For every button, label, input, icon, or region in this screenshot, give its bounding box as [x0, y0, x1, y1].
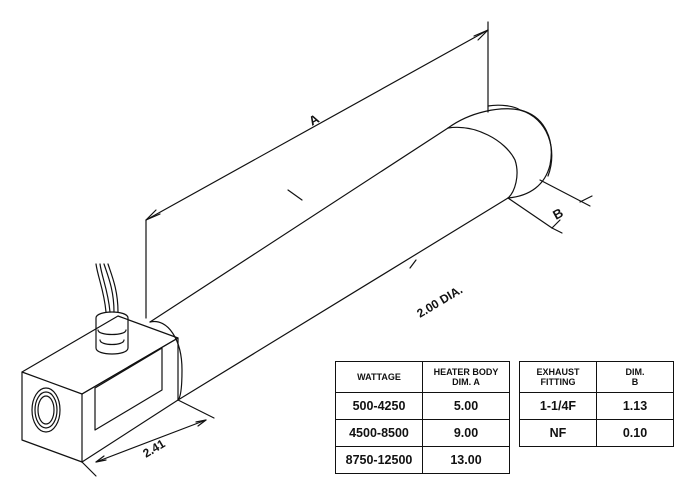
- fitting-block-side: [81, 337, 179, 463]
- end-cap: [447, 108, 552, 199]
- header-wattage: WATTAGE: [335, 361, 423, 393]
- dim-b-label: B: [550, 205, 565, 223]
- wattage-table: WATTAGE HEATER BODY DIM. A 500-4250 5.00…: [335, 361, 510, 474]
- threaded-port: [31, 387, 61, 433]
- dim-241-line: [95, 419, 207, 463]
- diameter-leader: [287, 189, 303, 201]
- cell-dim-b-1: 0.10: [596, 419, 674, 447]
- header-dim-b: DIM. B: [596, 361, 674, 393]
- cell-wattage-0: 500-4250: [335, 392, 423, 420]
- dim-a-label: A: [306, 111, 322, 129]
- cell-wattage-2: 8750-12500: [335, 446, 423, 474]
- terminal-nut: [95, 311, 129, 355]
- cell-dim-a-0: 5.00: [422, 392, 510, 420]
- end-cap-inner: [447, 126, 518, 199]
- lead-wire-1: [95, 263, 107, 313]
- lead-wire-2: [103, 263, 115, 313]
- cell-dim-a-2: 13.00: [422, 446, 510, 474]
- cell-fitting-0: 1-1/4F: [519, 392, 597, 420]
- cell-dim-a-1: 9.00: [422, 419, 510, 447]
- header-exhaust-fitting: EXHAUST FITTING: [519, 361, 597, 393]
- fitting-block-top: [21, 315, 179, 395]
- cell-wattage-1: 4500-8500: [335, 419, 423, 447]
- fitting-table: EXHAUST FITTING DIM. B 1-1/4F 1.13 NF 0.…: [519, 361, 674, 447]
- fitting-block-front: [21, 371, 83, 463]
- diameter-label: 2.00 DIA.: [414, 282, 465, 320]
- length-label: 2.41: [140, 436, 168, 460]
- cylinder-bottom-edge: [177, 197, 509, 401]
- cylinder-top-edge: [149, 127, 449, 323]
- end-cap-top: [487, 104, 521, 111]
- cell-dim-b-0: 1.13: [596, 392, 674, 420]
- cell-fitting-1: NF: [519, 419, 597, 447]
- header-heater-body: HEATER BODY DIM. A: [422, 361, 510, 393]
- dim-a-line: [145, 29, 489, 221]
